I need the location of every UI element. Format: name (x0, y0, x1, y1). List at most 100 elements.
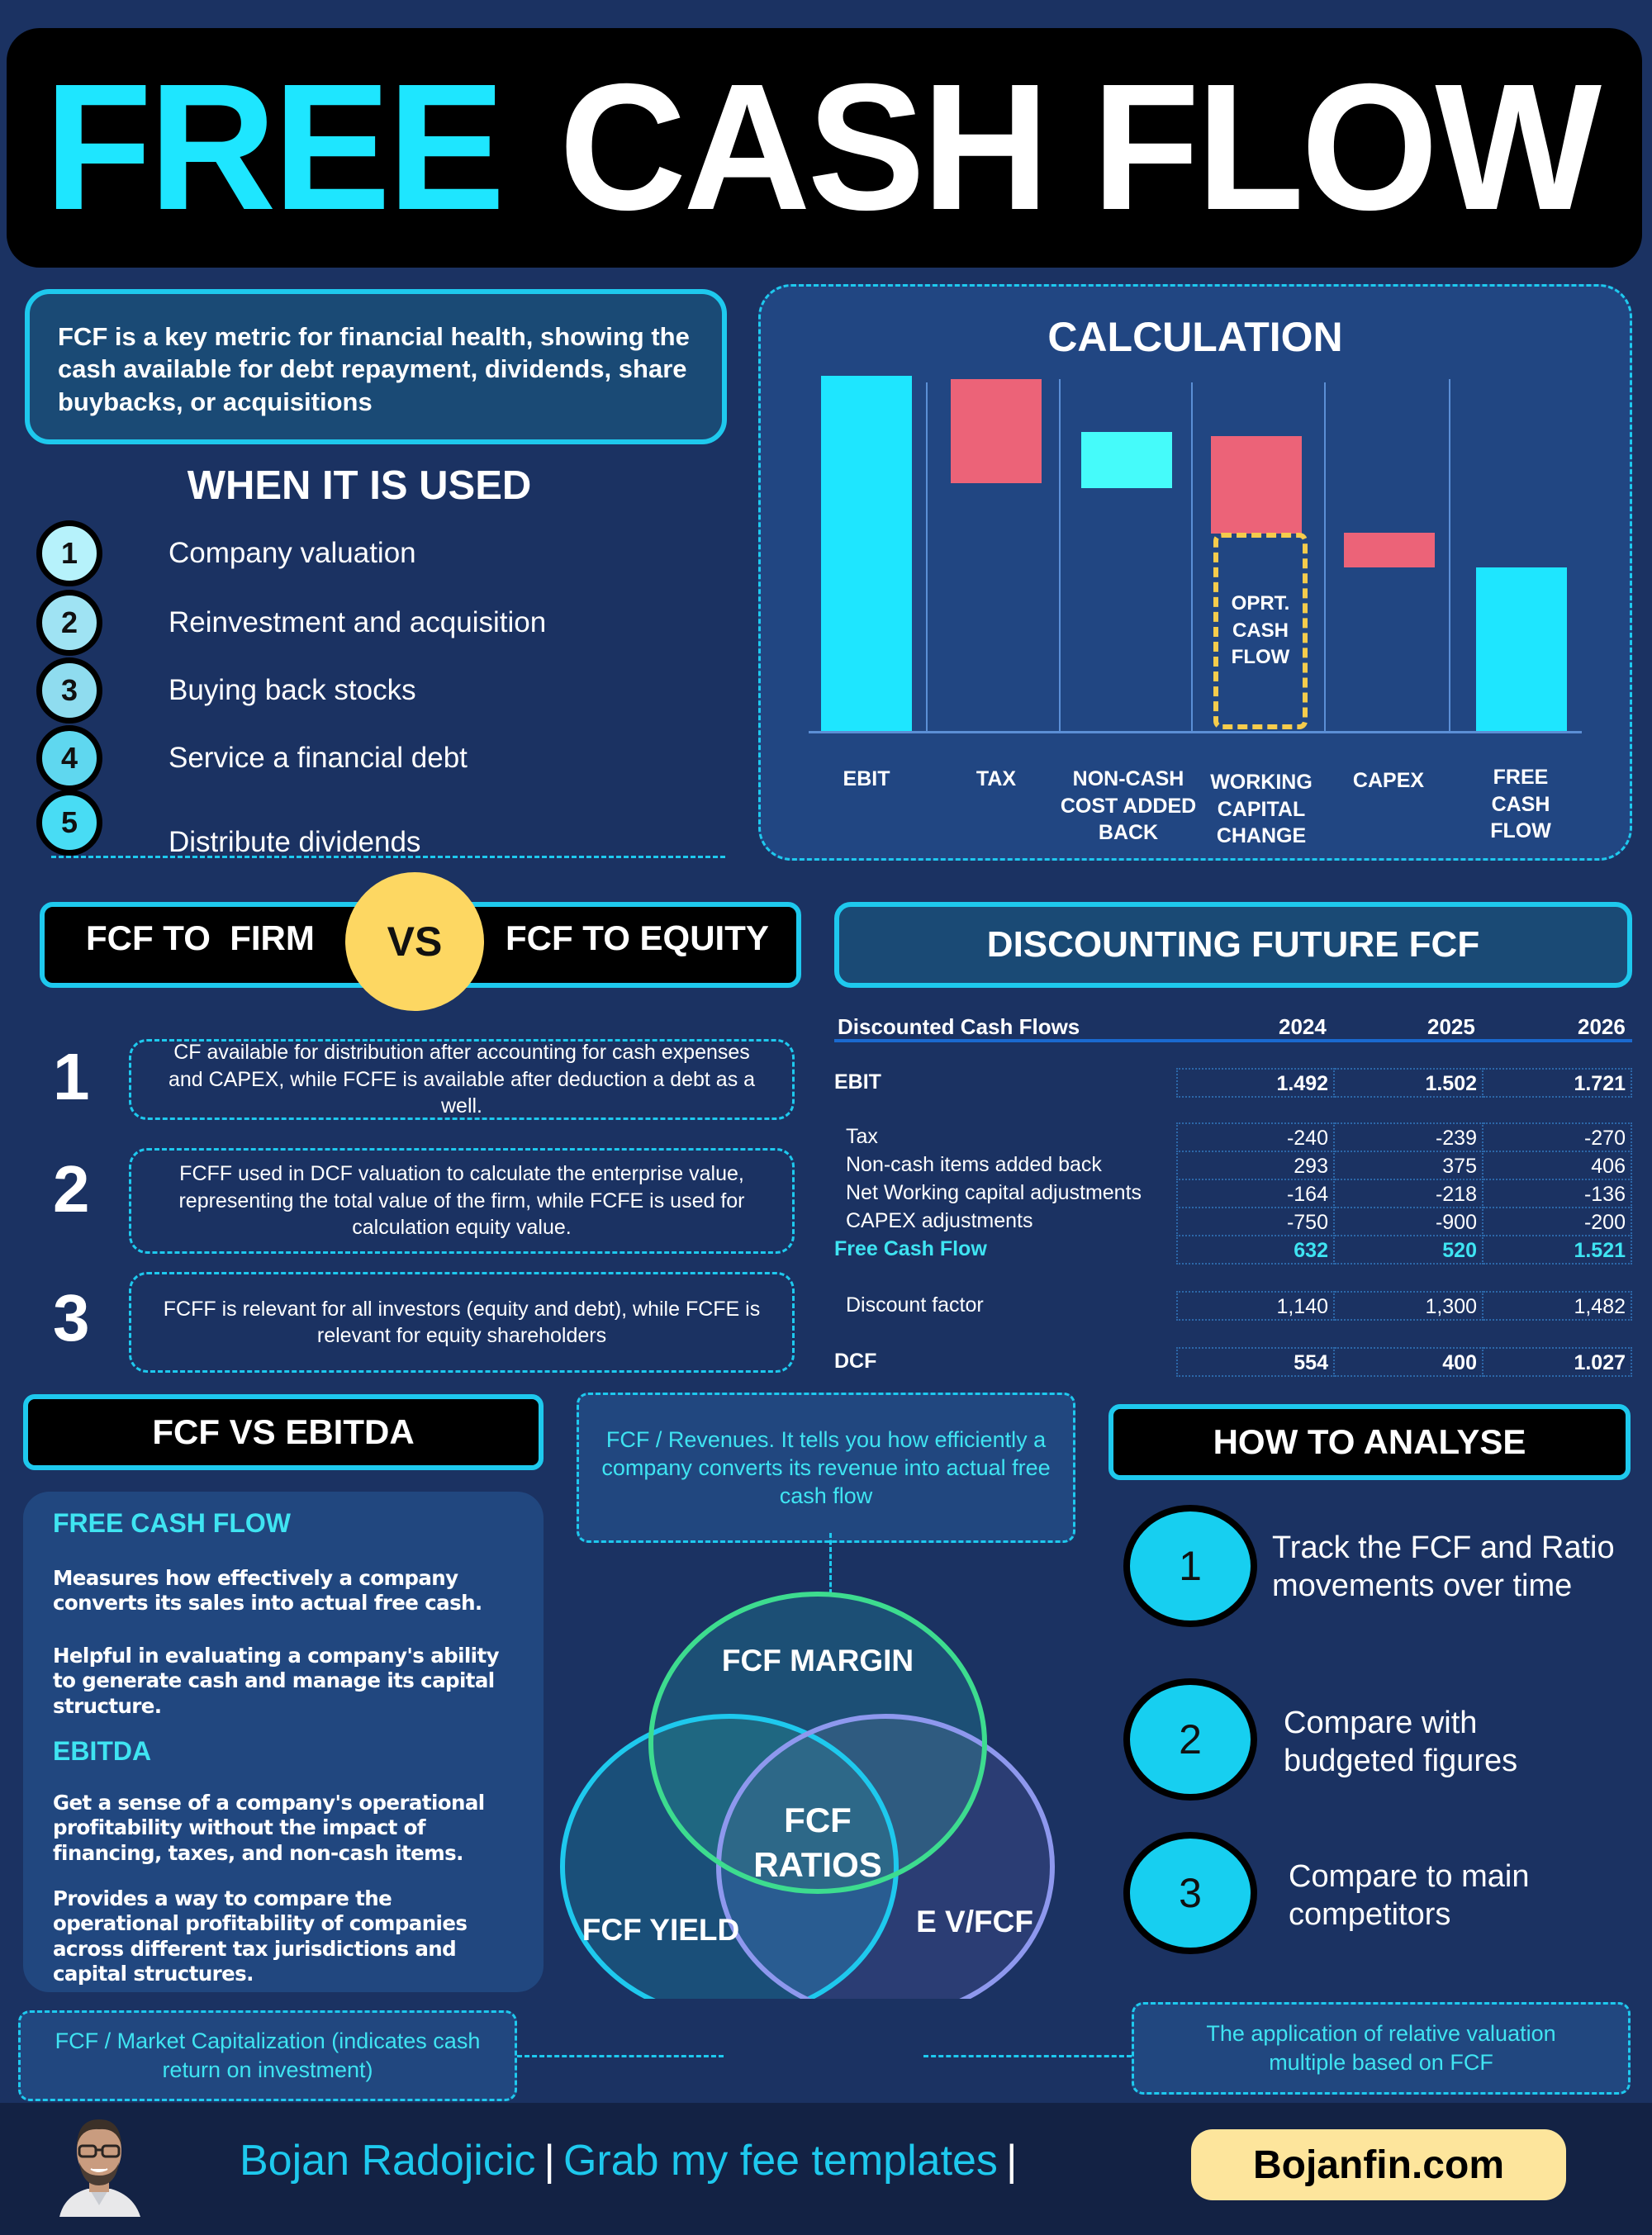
title-highlight: FREE (44, 47, 506, 248)
cell: 554 (1176, 1347, 1335, 1377)
separator (1324, 382, 1326, 731)
fcf-vs-ebitda-title: FCF VS EBITDA (23, 1394, 544, 1470)
cell: 1,482 (1483, 1291, 1632, 1321)
cell: 1.502 (1335, 1068, 1483, 1098)
bar-tax (951, 379, 1042, 483)
website-button[interactable]: Bojanfin.com (1191, 2129, 1566, 2200)
how-to-analyse-title: HOW TO ANALYSE (1108, 1404, 1631, 1480)
table-row: DCF 554 400 1.027 (834, 1347, 1632, 1378)
fcf-paragraph-2: Helpful in evaluating a company's abilit… (53, 1644, 500, 1718)
cell: 1.492 (1176, 1068, 1335, 1098)
fcf-paragraph-1: Measures how effectively a company conve… (53, 1566, 482, 1616)
x-label-working-capital: WORKING CAPITAL CHANGE (1210, 771, 1313, 847)
cell: -239 (1335, 1122, 1483, 1152)
templates-link[interactable]: Grab my fee templates (563, 2137, 998, 2185)
point-box: CF available for distribution after acco… (129, 1039, 795, 1120)
ebitda-paragraph-2: Provides a way to compare the operationa… (53, 1886, 468, 1986)
step-badge: 1 (1123, 1505, 1257, 1627)
table-row: Tax -240 -239 -270 (834, 1122, 1632, 1153)
cell: 520 (1335, 1235, 1483, 1265)
list-item-label: Reinvestment and acquisition (169, 606, 547, 638)
step-text: Track the FCF and Ratio movements over t… (1272, 1530, 1615, 1603)
vs-badge: VS (345, 872, 484, 1011)
intro-box: FCF is a key metric for financial health… (25, 289, 727, 444)
table-row: Discount factor 1,140 1,300 1,482 (834, 1291, 1632, 1322)
x-label-tax: TAX (976, 767, 1017, 790)
bar-working-capital (1211, 436, 1302, 534)
cell: -900 (1335, 1207, 1483, 1236)
table-header: Discounted Cash Flows 2024 2025 2026 (834, 1009, 1632, 1042)
list-item-label: Company valuation (169, 537, 416, 569)
title-banner: FREE CASH FLOW (7, 28, 1642, 268)
step-text: Compare to main competitors (1289, 1859, 1530, 1932)
oprt-label: FLOW (1231, 646, 1290, 669)
number-badge: 2 (36, 590, 102, 656)
connector-line (829, 1533, 832, 1594)
number-badge: 1 (36, 520, 102, 586)
separator (926, 382, 928, 731)
when-used-title: WHEN IT IS USED (187, 463, 532, 508)
connector-line (517, 2055, 724, 2057)
list-item-label: Distribute dividends (169, 826, 421, 858)
list-item: 5 Distribute dividends (36, 790, 420, 858)
author-name: Bojan Radojicic (240, 2137, 536, 2185)
step-text: Compare with budgeted figures (1284, 1706, 1518, 1778)
row-label: Net Working capital adjustments (846, 1181, 1142, 1204)
bar-non-cash (1081, 432, 1172, 488)
row-label: EBIT (834, 1070, 881, 1094)
x-label-capex: CAPEX (1352, 769, 1425, 792)
fcf-yield-label: FCF YIELD (582, 1913, 740, 1947)
cell: 1,300 (1335, 1291, 1483, 1321)
title-rest: CASH FLOW (558, 47, 1602, 248)
cell: -218 (1335, 1179, 1483, 1208)
list-item-label: Buying back stocks (169, 674, 416, 706)
table-row-highlight: Free Cash Flow 632 520 1.521 (834, 1235, 1632, 1265)
table-row: CAPEX adjustments -750 -900 -200 (834, 1207, 1632, 1237)
oprt-label: CASH (1232, 619, 1289, 642)
ev-fcf-description: The application of relative valuation mu… (1132, 2002, 1631, 2095)
number-badge: 3 (36, 657, 102, 724)
separator: | (1005, 2137, 1018, 2185)
bar-capex (1344, 533, 1435, 567)
header-year: 2024 (1279, 1014, 1327, 1039)
x-label-non-cash: NON-CASH COST ADDED BACK (1060, 767, 1197, 844)
row-label: Tax (846, 1125, 878, 1148)
separator (1059, 379, 1061, 731)
point-number: 2 (53, 1152, 90, 1226)
list-item-label: Service a financial debt (169, 742, 468, 774)
ebitda-heading: EBITDA (53, 1736, 152, 1766)
x-label-free-cash-flow: FREE CASH FLOW (1490, 766, 1551, 842)
table-row: Non-cash items added back 293 375 406 (834, 1151, 1632, 1181)
fcf-ratios-label-line1: FCF (784, 1801, 852, 1839)
cell: -200 (1483, 1207, 1632, 1236)
cell: 406 (1483, 1151, 1632, 1180)
cell: -270 (1483, 1122, 1632, 1152)
row-label: DCF (834, 1350, 877, 1373)
step-badge: 3 (1123, 1832, 1257, 1954)
step-badge: 2 (1123, 1678, 1257, 1801)
cell: -240 (1176, 1122, 1335, 1152)
row-label: Non-cash items added back (846, 1153, 1102, 1176)
fcf-margin-label: FCF MARGIN (721, 1644, 914, 1677)
divider (51, 856, 725, 858)
calculation-panel: CALCULATION OPRT. CASH FLOW EBIT TAX NON… (758, 284, 1632, 861)
cell: -750 (1176, 1207, 1335, 1236)
fcf-margin-description: FCF / Revenues. It tells you how efficie… (577, 1393, 1075, 1543)
cell: 400 (1335, 1347, 1483, 1377)
discounting-title: DISCOUNTING FUTURE FCF (834, 902, 1632, 988)
separator (1191, 382, 1193, 731)
bar-ebit (821, 376, 912, 732)
header-year: 2026 (1578, 1014, 1626, 1039)
ebitda-paragraph-1: Get a sense of a company's operational p… (53, 1791, 485, 1865)
list-item: 3 Buying back stocks (36, 657, 416, 724)
connector-line (923, 2055, 1132, 2057)
fcf-ratios-venn-diagram (560, 1592, 1055, 1999)
cell: -164 (1176, 1179, 1335, 1208)
cell: 1.521 (1483, 1235, 1632, 1265)
cell: -136 (1483, 1179, 1632, 1208)
cell: 1.027 (1483, 1347, 1632, 1377)
table-row: EBIT 1.492 1.502 1.721 (834, 1068, 1632, 1099)
table-row: Net Working capital adjustments -164 -21… (834, 1179, 1632, 1209)
oprt-cash-flow-box: OPRT. CASH FLOW (1213, 533, 1308, 729)
number-badge: 4 (36, 725, 102, 791)
